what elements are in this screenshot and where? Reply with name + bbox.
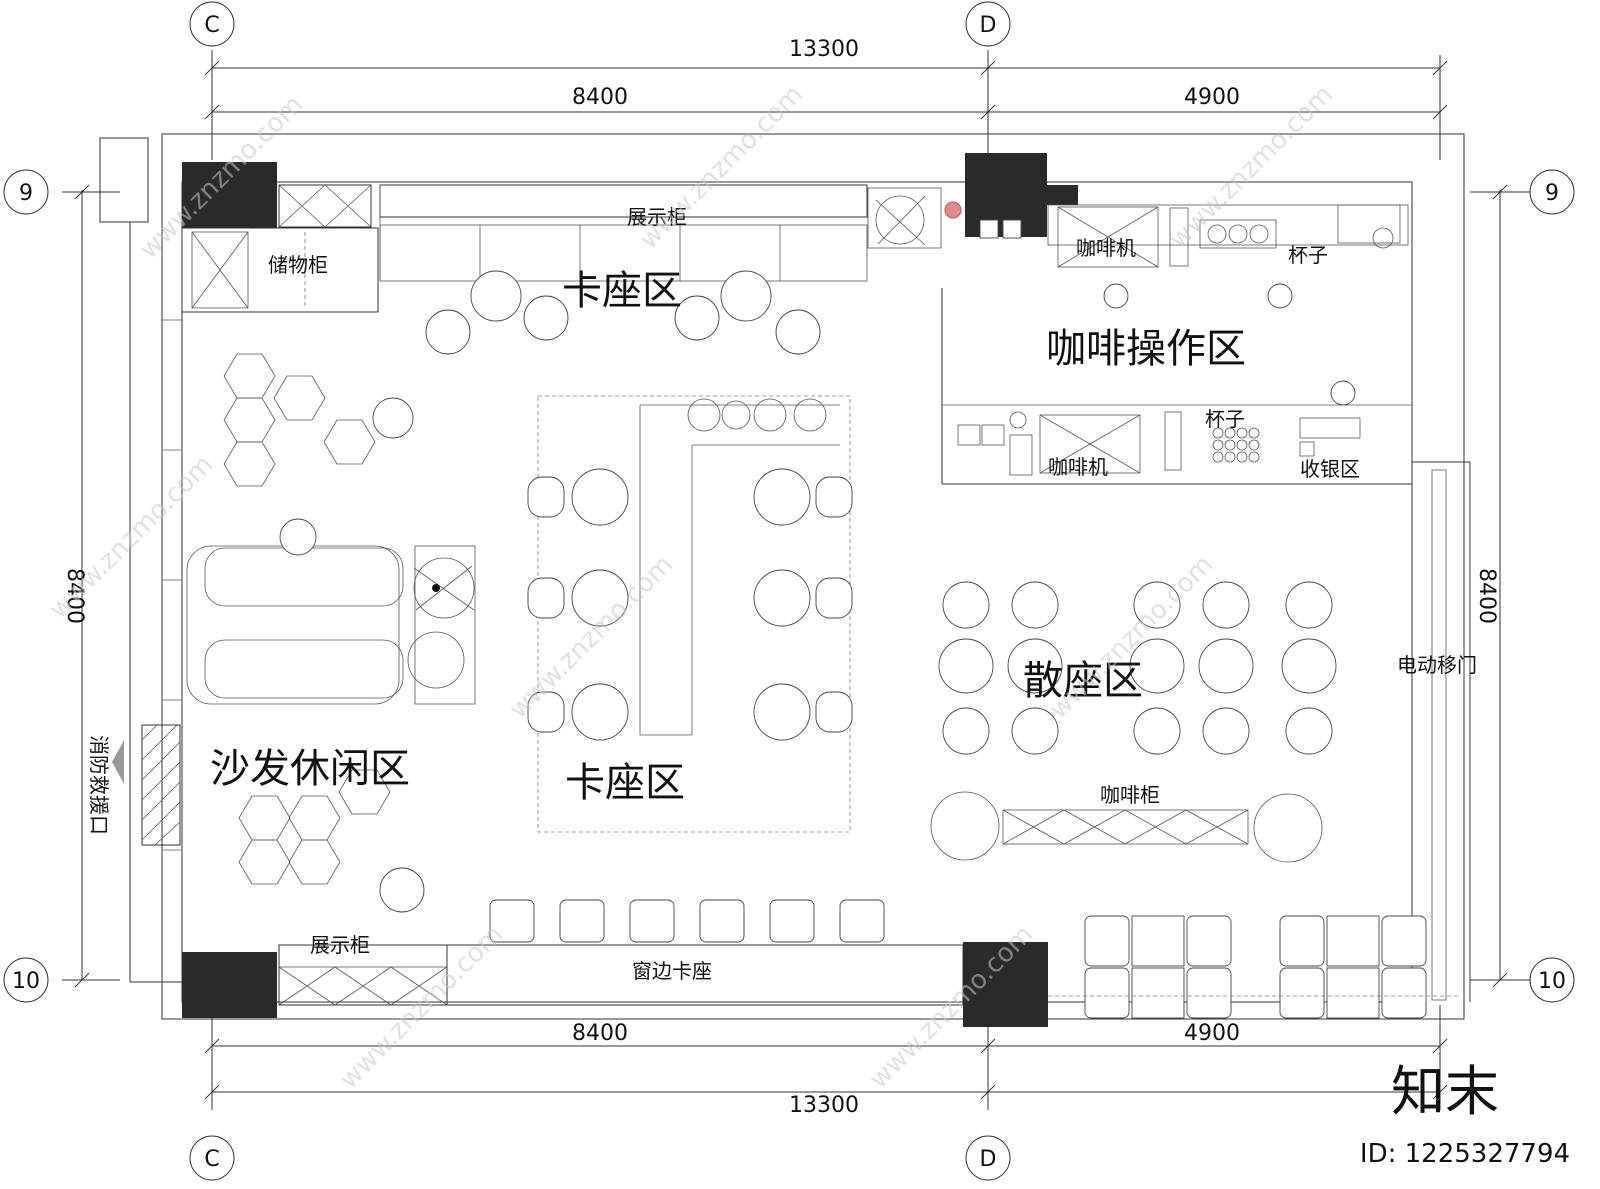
cashier-label: 收银区 — [1300, 457, 1360, 481]
plant-sofa-icon — [407, 545, 476, 705]
display-cabinet-top-label: 展示柜 — [627, 205, 687, 229]
dim-left-height: 8400 — [62, 568, 87, 624]
column-c9 — [182, 162, 277, 228]
dimension-lines — [62, 50, 1530, 1110]
grid-label-10-right: 10 — [1538, 969, 1566, 994]
coffee-operation-label: 咖啡操作区 — [1046, 326, 1246, 372]
plant-top-icon — [867, 187, 962, 249]
sofa-lounge-zone — [186, 353, 425, 913]
dim-top-left: 8400 — [572, 85, 628, 110]
casual-seating-zone — [938, 581, 1337, 755]
plant-center-icon — [687, 398, 827, 432]
grid-label-c-bottom: C — [204, 1147, 219, 1172]
storage-cabinet — [181, 227, 379, 313]
coffee-operation-zone — [941, 204, 1412, 485]
column-d9-ext — [1045, 185, 1078, 205]
grid-axis-9-left: 9 — [3, 169, 49, 215]
dim-bottom-total: 13300 — [789, 1093, 859, 1118]
dim-bottom-right: 4900 — [1184, 1021, 1240, 1046]
grid-axis-c-bottom: C — [189, 1135, 235, 1181]
grid-axis-d-top: D — [965, 1, 1011, 47]
watermark-brand: 知末 — [1391, 1060, 1499, 1123]
grid-label-9-right: 9 — [1545, 181, 1559, 206]
sofa-lounge-label: 沙发休闲区 — [210, 746, 410, 792]
booth-area-center-label: 卡座区 — [565, 760, 685, 806]
center-booth-zone — [527, 395, 853, 833]
coffee-machine-top-label: 咖啡机 — [1076, 236, 1136, 260]
window-booth-label: 窗边卡座 — [632, 959, 712, 983]
grid-axis-c-top: C — [189, 1, 235, 47]
grid-axis-9-right: 9 — [1529, 169, 1575, 215]
column-c10 — [182, 952, 277, 1018]
building-outline — [99, 133, 1471, 1020]
window-lounge-seating — [1048, 915, 1460, 1019]
coffee-cabinet-label: 咖啡柜 — [1100, 783, 1160, 807]
casual-seating-label: 散座区 — [1023, 658, 1143, 704]
storage-cabinet-label: 储物柜 — [268, 253, 328, 277]
cups-top-label: 杯子 — [1288, 243, 1328, 267]
window-booth-stools — [489, 899, 885, 943]
watermark-id: ID: 1225327794 — [1360, 1139, 1570, 1169]
watermark-text: www.znzmo.com — [44, 450, 219, 625]
grid-label-d-bottom: D — [980, 1147, 997, 1172]
grid-axis-10-left: 10 — [3, 957, 49, 1003]
grid-axis-d-bottom: D — [965, 1135, 1011, 1181]
dim-right-height: 8400 — [1474, 568, 1499, 624]
top-booth-seating — [425, 270, 821, 355]
display-cabinet-top — [278, 184, 868, 282]
dim-bottom-left: 8400 — [572, 1021, 628, 1046]
column-d10 — [963, 942, 1048, 1027]
grid-label-9-left: 9 — [19, 181, 33, 206]
coffee-machine-mid-label: 咖啡机 — [1048, 455, 1108, 479]
watermark-text: www.znzmo.com — [134, 90, 309, 265]
cups-mid-label: 杯子 — [1205, 407, 1245, 431]
fire-rescue-label: 消防救援口 — [87, 735, 111, 835]
display-cabinet-bottom-label: 展示柜 — [310, 933, 370, 957]
grid-label-d-top: D — [980, 13, 997, 38]
grid-label-c-top: C — [204, 13, 219, 38]
coffee-cabinet — [930, 791, 1323, 863]
cups-grid-icon — [1212, 427, 1260, 463]
booth-area-top-label: 卡座区 — [562, 268, 682, 314]
electric-door-label: 电动移门 — [1397, 653, 1477, 677]
display-cabinet-bottom — [278, 944, 964, 1006]
dim-top-total: 13300 — [789, 37, 859, 62]
grid-axis-10-right: 10 — [1529, 957, 1575, 1003]
grid-label-10-left: 10 — [12, 969, 40, 994]
dim-top-right: 4900 — [1184, 85, 1240, 110]
fire-rescue-hatch — [112, 724, 181, 846]
watermark-text: www.znzmo.com — [634, 80, 809, 255]
